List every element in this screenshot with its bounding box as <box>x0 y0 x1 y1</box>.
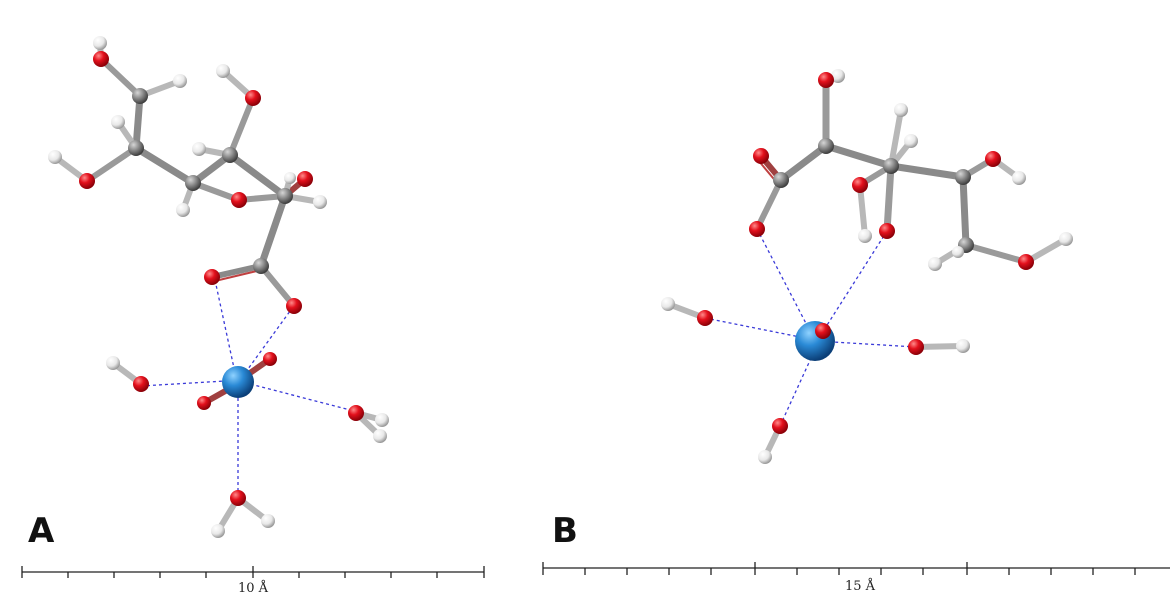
panel-b-molecule <box>661 69 1073 464</box>
panel-label-b: B <box>552 511 578 551</box>
coordination-lines-b <box>704 228 917 427</box>
atoms-b <box>661 69 1073 464</box>
bonds-a <box>52 40 385 534</box>
scale-label-b: 15 Å <box>845 578 876 594</box>
scale-bar-b: 15 Å <box>542 562 1170 594</box>
bonds-b <box>665 73 1069 460</box>
panel-a: A 10 Å <box>21 36 485 594</box>
panel-a-molecule <box>48 36 389 538</box>
scale-bar-a: 10 Å <box>21 566 485 594</box>
atoms-a <box>48 36 389 538</box>
panel-label-a: A <box>28 511 55 551</box>
coordination-lines-a <box>140 279 359 497</box>
scale-label-a: 10 Å <box>238 580 269 594</box>
panel-b: B 15 Å <box>542 69 1170 594</box>
metal-ion-a <box>222 366 254 398</box>
